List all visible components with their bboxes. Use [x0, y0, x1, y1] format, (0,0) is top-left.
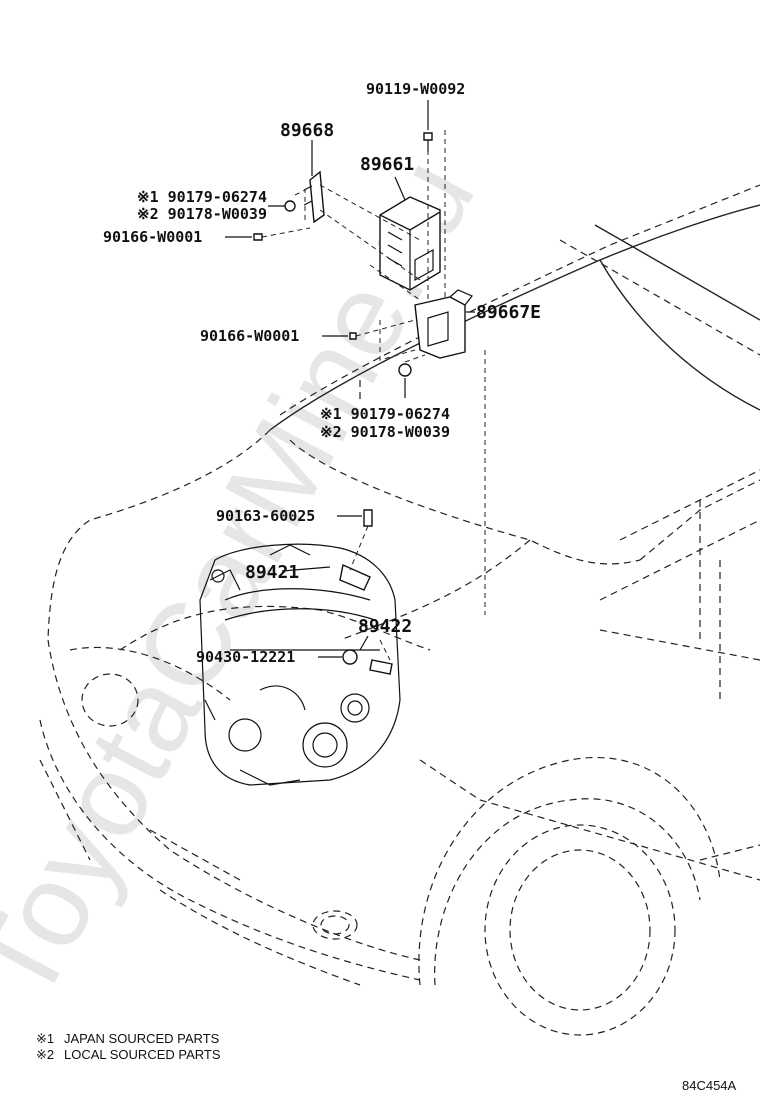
fasteners: [253, 132, 433, 675]
legend: ※1 JAPAN SOURCED PARTS ※2 LOCAL SOURCED …: [36, 1031, 221, 1062]
leader-lines: [225, 100, 475, 658]
part-labels: 90119-W0092 89668 89661 ※1 90179-06274 ※…: [103, 80, 541, 666]
label-90179-06274-lower: ※1 90179-06274: [320, 405, 450, 423]
legend-text-2: LOCAL SOURCED PARTS: [64, 1047, 221, 1062]
label-90178-w0039-lower: ※2 90178-W0039: [320, 423, 450, 441]
label-89661: 89661: [360, 154, 414, 175]
label-89421: 89421: [245, 562, 299, 583]
assembly-guide-lines: [261, 130, 486, 661]
engine-assembly: [199, 543, 401, 786]
label-89667e: 89667E: [476, 302, 541, 323]
label-90166-w0001-upper: 90166-W0001: [103, 228, 202, 246]
legend-mark-2: ※2: [36, 1047, 54, 1062]
legend-text-1: JAPAN SOURCED PARTS: [64, 1031, 220, 1046]
label-90166-w0001-lower: 90166-W0001: [200, 327, 299, 345]
legend-mark-1: ※1: [36, 1031, 54, 1046]
diagram-reference-code: 84C454A: [682, 1078, 737, 1093]
bracket-part-89668: [303, 170, 325, 224]
car-body-outline: [39, 184, 760, 1036]
label-90179-06274-upper: ※1 90179-06274: [137, 188, 267, 206]
bracket-part-89667E: [414, 289, 473, 359]
label-90178-w0039-upper: ※2 90178-W0039: [137, 205, 267, 223]
label-90119-w0092: 90119-W0092: [366, 80, 465, 98]
label-90430-12221: 90430-12221: [196, 648, 295, 666]
label-90163-60025: 90163-60025: [216, 507, 315, 525]
label-89668: 89668: [280, 120, 334, 141]
ecu-part-89661: [379, 196, 441, 291]
label-89422: 89422: [358, 616, 412, 637]
